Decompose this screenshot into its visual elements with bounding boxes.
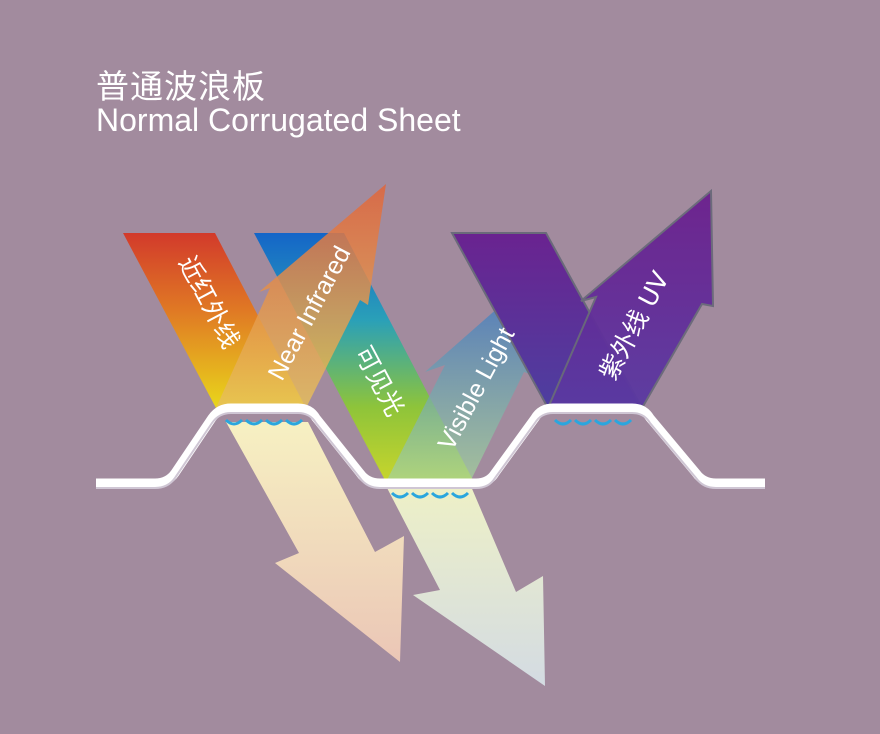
title-english: Normal Corrugated Sheet — [96, 102, 461, 138]
reflected-arrow-uv — [546, 188, 715, 409]
reflected-arrow-infrared — [216, 184, 386, 408]
droplets-left-peak — [224, 418, 304, 426]
transmitted-arrow-infrared — [226, 422, 404, 662]
corrugated-sheet-shadow — [96, 412, 765, 489]
droplets-valley — [390, 491, 470, 499]
droplets-right-peak — [553, 418, 633, 426]
transmitted-arrow-visible — [385, 484, 545, 686]
corrugated-sheet — [96, 403, 765, 488]
title-chinese: 普通波浪板 — [96, 67, 266, 106]
